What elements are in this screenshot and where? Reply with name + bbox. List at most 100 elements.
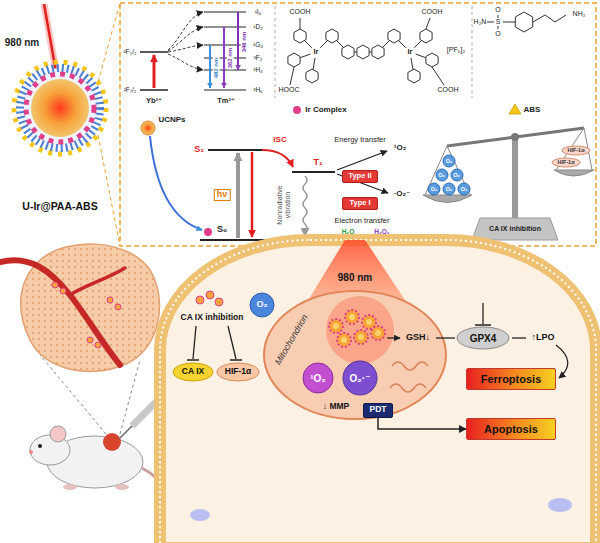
connector-arrow — [378, 418, 466, 430]
aromatic-ring — [357, 45, 369, 59]
photon-label: hν — [214, 189, 231, 201]
oxygen-bubble: O₂ — [435, 168, 449, 182]
species-label: H₂O — [342, 228, 355, 235]
node-text: Apoptosis — [484, 423, 538, 435]
absorption-arrow — [236, 153, 240, 238]
node-text: O₂ — [257, 300, 268, 310]
emission-arrow — [209, 45, 211, 88]
node-text: O₂ — [446, 186, 453, 192]
mitochondrion-outline — [263, 290, 447, 420]
change-label: ↑LPO — [531, 333, 554, 343]
aromatic-ring — [426, 53, 438, 67]
nanoparticle — [354, 330, 368, 344]
process-label: Electron transfer — [334, 217, 389, 225]
nanoparticle-core — [358, 334, 364, 340]
balance-pan — [554, 170, 594, 176]
nanoparticle — [107, 297, 113, 303]
node-text: HIF-1α — [557, 159, 574, 165]
state-line — [292, 171, 335, 173]
energy-level-label: ¹G₄ — [253, 41, 263, 48]
singlet-oxygen-shape — [303, 363, 333, 393]
group-label: COOH — [422, 8, 443, 16]
bond — [503, 22, 515, 23]
oxygen-bubble-shape — [443, 183, 455, 195]
inhibition-bar — [475, 324, 491, 326]
tumor — [21, 244, 160, 371]
mouse-nose — [29, 450, 33, 454]
oxygen-bubble-shape — [436, 169, 448, 181]
oxygen-bubble: O₂ — [427, 182, 441, 196]
emission-wavelength: 482 nm — [213, 57, 220, 80]
energy-level — [140, 51, 168, 53]
mechanism-box: Type II — [342, 170, 378, 183]
mouse-tumor — [103, 433, 121, 451]
protein-ellipse: CA IX — [172, 362, 214, 382]
change-label: GSH↓ — [406, 333, 430, 343]
energy-level — [204, 89, 246, 90]
bond — [426, 18, 430, 29]
link-line — [436, 337, 455, 338]
outcome-box: Apoptosis — [466, 418, 556, 440]
balance-beam — [447, 128, 584, 146]
species-label: H₂O₂ — [374, 228, 390, 235]
particle-name: U-Ir@PAA-ABS — [22, 201, 97, 213]
divider — [472, 6, 473, 98]
ion-label: Yb³⁺ — [146, 97, 162, 105]
vesicle — [548, 498, 572, 512]
atom-label: Ir — [406, 48, 413, 56]
mouse-foot — [115, 484, 129, 490]
emission-wavelength: 346 nm — [241, 31, 248, 54]
nanoparticle — [206, 291, 214, 299]
balance-pan — [423, 195, 472, 203]
nanoparticle-core — [366, 319, 372, 325]
oxygen-circle: O₂ — [249, 292, 275, 318]
hif-oval-shape — [552, 158, 580, 167]
excitation-arrow — [153, 55, 156, 88]
balance-pillar — [512, 138, 518, 218]
counterion-label: [PF₆]₂ — [447, 46, 465, 54]
node-text: HIF-1α — [225, 367, 251, 376]
energy-transfer-arrow — [168, 12, 203, 50]
aromatic-ring — [294, 29, 306, 43]
ir-complex-structure — [288, 18, 444, 85]
enzyme-ellipse: GPX4 — [456, 326, 510, 350]
tumor-texture — [21, 244, 160, 371]
isc-arrow — [262, 150, 293, 167]
outcome-box: Ferroptosis — [466, 368, 556, 390]
inhibition-label: CA IX inhibition — [181, 313, 244, 322]
ucnp-icon — [141, 121, 155, 135]
node-text: O₂·⁻ — [350, 373, 371, 384]
mitochondrion-shape — [264, 291, 446, 419]
node-text: O₂ — [461, 186, 468, 192]
enzyme-ellipse-shape — [457, 327, 509, 349]
node-text: O₂ — [446, 158, 453, 164]
state-label: T₁ — [313, 158, 322, 168]
blood-vessel — [70, 268, 125, 295]
nanoparticle — [87, 337, 93, 343]
hif-oval: HIF-1α — [551, 157, 581, 168]
aromatic-ring — [342, 45, 354, 59]
ir-complex-icon — [204, 228, 212, 236]
protein-ellipse-shape — [173, 363, 213, 381]
ion-label: Tm³⁺ — [217, 97, 235, 105]
node-text: HIF-1α — [567, 147, 584, 153]
key-label: Ir Complex — [305, 106, 346, 115]
balance-base — [472, 218, 558, 240]
zoom-line — [98, 135, 120, 246]
inhibition-line — [228, 326, 236, 359]
cell-membrane — [160, 240, 596, 543]
aromatic-ring — [408, 69, 420, 83]
oxygen-bubble: O₂ — [450, 168, 464, 182]
energy-level-label: ²F₅/₂ — [123, 48, 136, 55]
hif-oval: HIF-1α — [561, 145, 591, 156]
bond — [555, 15, 566, 22]
process-label: ISC — [273, 136, 286, 145]
oxygen-bubble: O₂ — [442, 154, 456, 168]
node-text: O₂ — [453, 172, 460, 178]
protein-ellipse-shape — [217, 363, 259, 381]
group-label: COOH — [290, 8, 311, 16]
nanoparticle — [95, 342, 101, 348]
mitochondrion: Mitochondrion¹O₂O₂·⁻ — [263, 290, 447, 420]
